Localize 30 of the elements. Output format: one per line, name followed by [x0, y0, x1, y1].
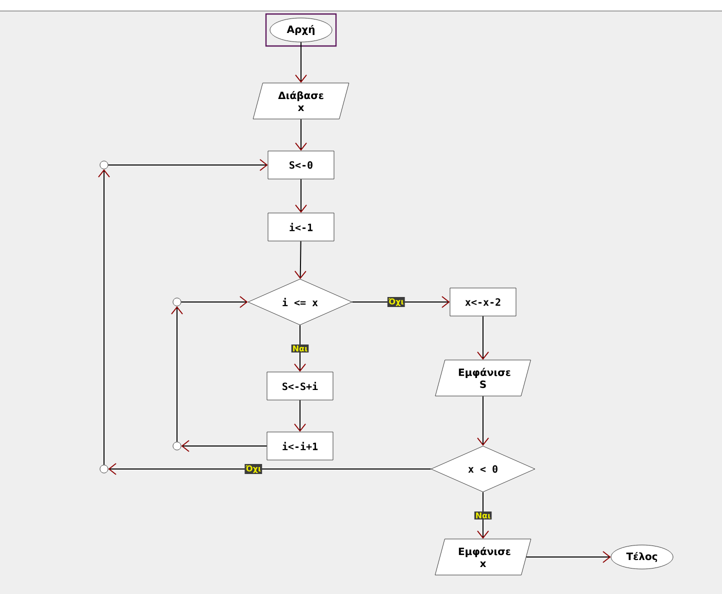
- arrow: [108, 463, 432, 475]
- arrow: [294, 400, 306, 432]
- junction-circle: [172, 442, 182, 450]
- arrow: [295, 178, 307, 213]
- arrow: [295, 118, 307, 151]
- process-box: S<-S+i: [266, 372, 334, 400]
- arrow: [477, 492, 489, 539]
- edge-label: Ναι: [291, 344, 309, 352]
- process-box: S<-0: [268, 150, 334, 180]
- arrow: [294, 240, 306, 279]
- arrow: [295, 42, 307, 83]
- arrow: [526, 551, 611, 563]
- arrow: [294, 324, 306, 372]
- arrow: [108, 159, 268, 171]
- process-box: i<-1: [268, 212, 334, 242]
- arrow: [171, 306, 183, 442]
- process-box: i<-i+1: [266, 432, 334, 460]
- junction-circle: [100, 464, 108, 474]
- junction-circle: [172, 298, 182, 306]
- arrow: [477, 316, 489, 360]
- arrow: [180, 296, 248, 308]
- edge-label: Όχι: [244, 464, 262, 474]
- junction-circle: [100, 160, 108, 170]
- arrow: [98, 169, 110, 466]
- io-parallelogram: Διάβασε x: [252, 82, 350, 120]
- process-box: x<-x-2: [450, 288, 516, 316]
- arrow: [477, 396, 489, 446]
- edge-label: Ναι: [474, 512, 492, 520]
- arrow: [181, 440, 268, 452]
- arrow: [352, 296, 450, 308]
